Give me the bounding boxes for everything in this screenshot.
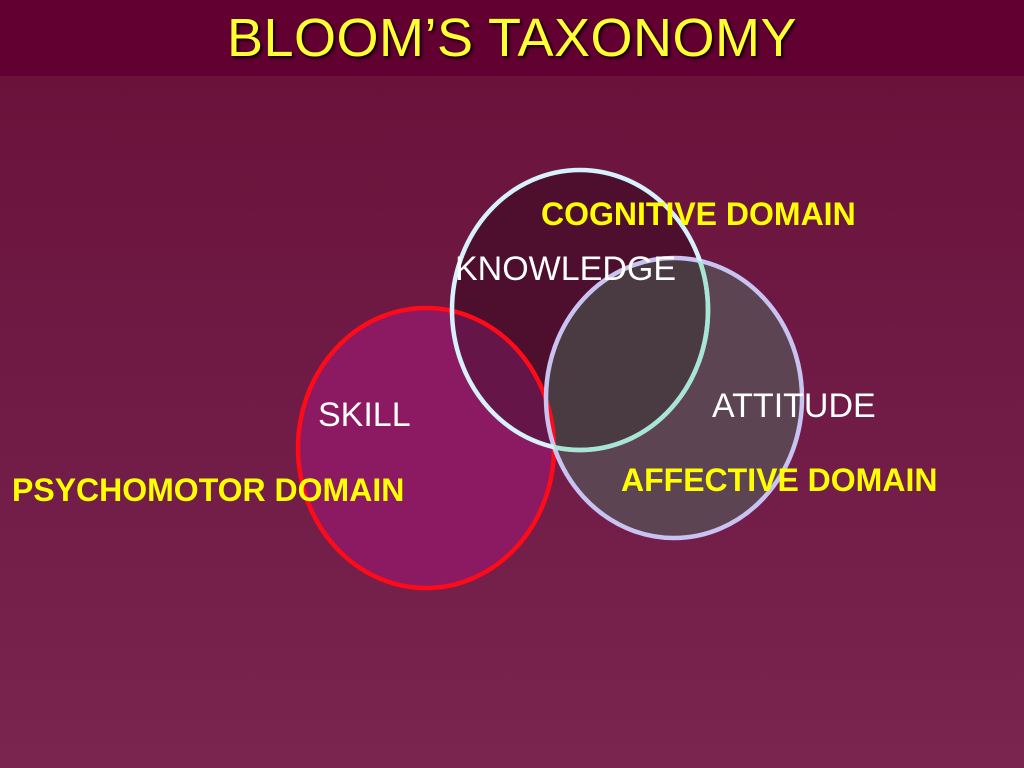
affective-circle-ring — [543, 255, 805, 541]
slide-title: BLOOM’S TAXONOMY — [226, 8, 798, 68]
title-bar — [0, 0, 1024, 76]
psychomotor-domain-label: PSYCHOMOTOR DOMAIN — [12, 472, 405, 508]
cognitive-ring-overlap-tint — [546, 258, 711, 453]
attitude-label: ATTITUDE — [712, 387, 876, 425]
knowledge-label: KNOWLEDGE — [455, 250, 677, 288]
affective-domain-label: AFFECTIVE DOMAIN — [621, 462, 938, 498]
overlap-cognitive-psychomotor — [452, 308, 554, 450]
cognitive-domain-label: COGNITIVE DOMAIN — [541, 196, 856, 232]
overlap-cognitive-affective — [546, 258, 708, 450]
skill-label: SKILL — [318, 396, 411, 434]
